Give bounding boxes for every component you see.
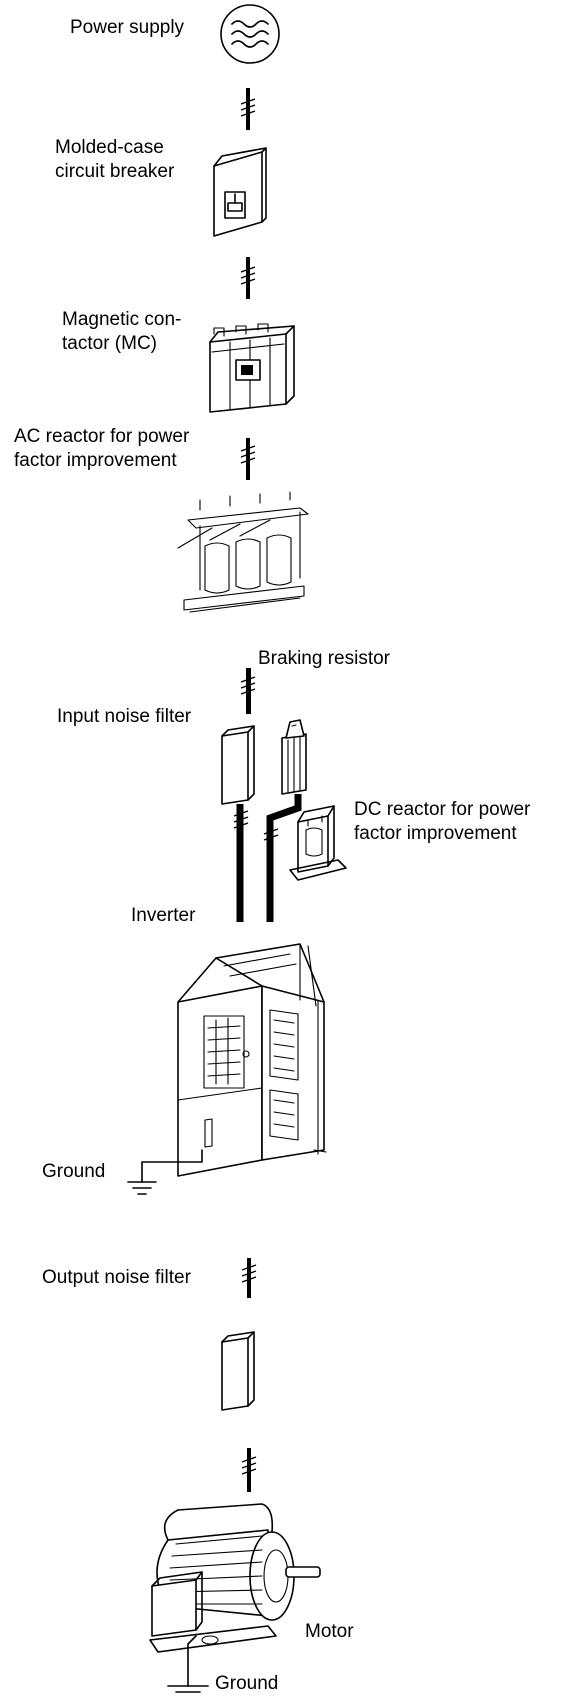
power-supply-label: Power supply bbox=[70, 17, 185, 38]
main-power-cable bbox=[233, 804, 249, 922]
motor-label: Motor bbox=[305, 1621, 354, 1642]
wire-symbol-1 bbox=[240, 88, 256, 130]
wire-symbol-3 bbox=[240, 438, 256, 480]
wire-symbol-6 bbox=[241, 1448, 257, 1492]
mccb-label-line-2: circuit breaker bbox=[55, 161, 175, 182]
motor-icon bbox=[149, 1503, 321, 1653]
input-noise-filter-icon bbox=[221, 725, 255, 805]
motor-ground-label: Ground bbox=[215, 1673, 279, 1694]
wire-symbol-2 bbox=[240, 257, 256, 299]
dc-reactor-label-line-1: DC reactor for power bbox=[354, 799, 531, 820]
inverter-label: Inverter bbox=[131, 905, 196, 926]
molded-case-circuit-breaker-label: Molded-case circuit breaker bbox=[55, 136, 174, 184]
ac-reactor-label-line-2: factor improvement bbox=[14, 450, 177, 471]
mc-label-line-1: Magnetic con- bbox=[62, 309, 182, 330]
molded-case-circuit-breaker-icon bbox=[213, 147, 267, 237]
braking-resistor-icon bbox=[281, 719, 307, 795]
inverter-ground-label: Ground bbox=[42, 1161, 106, 1182]
braking-resistor-cable bbox=[263, 794, 302, 922]
ac-reactor-label-line-1: AC reactor for power bbox=[14, 426, 190, 447]
magnetic-contactor-icon bbox=[209, 323, 295, 413]
output-noise-filter-icon bbox=[221, 1331, 255, 1411]
dc-reactor-label-line-2: factor improvement bbox=[354, 823, 517, 844]
mc-label-line-2: tactor (MC) bbox=[62, 333, 157, 354]
dc-reactor-label: DC reactor for power factor improvement bbox=[354, 798, 530, 846]
wire-symbol-4 bbox=[240, 668, 256, 714]
magnetic-contactor-label: Magnetic con- tactor (MC) bbox=[62, 308, 181, 356]
mccb-label-line-1: Molded-case bbox=[55, 137, 164, 158]
dc-reactor-icon bbox=[289, 805, 347, 881]
ac-reactor-icon bbox=[177, 491, 309, 613]
inverter-icon bbox=[177, 943, 327, 1177]
ac-reactor-label: AC reactor for power factor improvement bbox=[14, 425, 189, 473]
output-noise-filter-label: Output noise filter bbox=[42, 1267, 191, 1288]
inverter-ground-symbol bbox=[127, 1149, 203, 1195]
input-noise-filter-label: Input noise filter bbox=[57, 706, 192, 727]
braking-resistor-label: Braking resistor bbox=[258, 648, 390, 669]
motor-ground-symbol bbox=[167, 1635, 209, 1693]
power-supply-icon bbox=[220, 4, 280, 64]
wire-symbol-5 bbox=[241, 1258, 257, 1298]
